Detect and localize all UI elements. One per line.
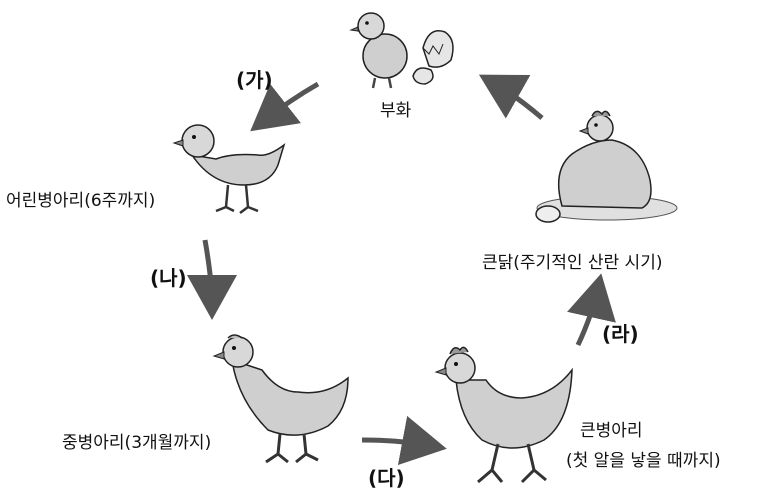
step-ga-label: (가): [236, 68, 273, 92]
hatching-chick-icon: [349, 12, 454, 89]
laying-hen-icon: [535, 110, 678, 223]
step-da-label: (다): [368, 466, 405, 490]
stage-pullet-label-2: (첫 알을 낳을 때까지): [566, 451, 721, 471]
stage-hen-label: 큰닭(주기적인 산란 시기): [482, 253, 663, 273]
step-ra-label: (라): [602, 322, 639, 346]
arrow-da: [361, 415, 447, 466]
arrow-ga: [250, 81, 320, 132]
stage-pullet-label-1: 큰병아리: [580, 421, 643, 441]
stage-young-label: 중병아리(3개월까지): [62, 433, 212, 453]
stage-hatch-label: 부화: [380, 101, 412, 121]
stage-chick-label: 어린병아리(6주까지): [6, 191, 156, 211]
arrow-ra: [567, 273, 616, 347]
arrow-back: [478, 74, 544, 120]
young-chicken-icon: [212, 334, 349, 464]
pullet-icon: [434, 346, 573, 484]
step-na-label: (나): [150, 266, 187, 290]
chick-icon: [172, 124, 286, 214]
arrow-na: [186, 239, 237, 320]
